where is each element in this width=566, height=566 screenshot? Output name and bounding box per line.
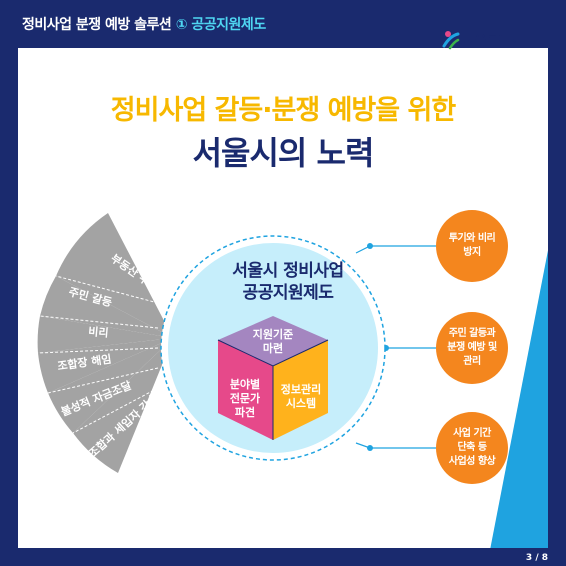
fan-segment-3 [37, 316, 173, 353]
outcome-bubble-3: 사업 기간 단축 등 사업성 향상 [436, 412, 508, 484]
outcome-3-line3: 사업성 향상 [448, 456, 496, 467]
fan-segment-5 [48, 338, 173, 433]
outcome-2-line2: 분쟁 예방 및 [447, 342, 497, 353]
content-card: 정비사업 갈등·분쟁 예방을 위한 서울시의 노력 부동산 투기 주민 갈등 비… [18, 48, 548, 548]
page-number: 3 / 8 [525, 553, 548, 563]
cube-top-line1: 지원기준 [253, 327, 293, 341]
outcome-2-line1: 주민 갈등과 [448, 328, 496, 339]
connector-dot-1 [367, 243, 373, 249]
connector-dot-3 [367, 445, 373, 451]
cube: 지원기준 마련 분야별 전문가 파견 정보관리 시스템 [217, 316, 329, 440]
cube-top-line2: 마련 [263, 341, 283, 355]
seoul-logo-icon [442, 31, 460, 50]
cube-right-line1: 정보관리 [281, 382, 321, 396]
fan-label-3: 비리 [88, 324, 109, 340]
seoul-logo: 서울특별시 [440, 24, 540, 54]
cube-right [273, 340, 328, 440]
outcome-bubble-1: 투기와 비리 방지 [436, 210, 508, 282]
circle-title: 서울시 정비사업 공공지원제도 [188, 260, 388, 304]
cube-top [218, 316, 328, 366]
outcome-1-line2: 방지 [463, 247, 481, 258]
outcome-1-line1: 투기와 비리 [448, 233, 496, 244]
cube-left-line2: 전문가 [230, 391, 260, 405]
logo-text: 서울특별시 [464, 32, 520, 47]
circle-title-line2: 공공지원제도 [242, 283, 334, 303]
fan-segment-2 [40, 276, 173, 338]
fan-segment-6 [73, 338, 173, 473]
cube-left [218, 340, 273, 440]
cube-left-line1: 분야별 [230, 377, 260, 391]
cube-right-line2: 시스템 [286, 396, 316, 410]
outcome-bubble-2: 주민 갈등과 분쟁 예방 및 관리 [436, 312, 508, 384]
outcome-2-line3: 관리 [463, 356, 481, 367]
issue-fan: 부동산 투기 주민 갈등 비리 조합장 해임 불성적 자금조달 조합과 세입자 … [37, 213, 173, 473]
header-title: 정비사업 분쟁 예방 솔루션 ① 공공지원제도 [22, 14, 266, 34]
fan-segment-1 [56, 213, 173, 338]
outcome-3-line1: 사업 기간 [453, 428, 491, 439]
diagram: 부동산 투기 주민 갈등 비리 조합장 해임 불성적 자금조달 조합과 세입자 … [37, 213, 436, 473]
cube-left-line3: 파견 [235, 405, 255, 419]
header-title-highlight: ① 공공지원제도 [175, 17, 267, 33]
main-title-line1: 정비사업 갈등·분쟁 예방을 위한 [110, 95, 456, 126]
corner-decoration [490, 240, 548, 548]
main-title-line2: 서울시의 노력 [192, 134, 375, 172]
circle-title-line1: 서울시 정비사업 [232, 261, 344, 281]
header-title-prefix: 정비사업 분쟁 예방 솔루션 [22, 17, 172, 33]
header-bar: 정비사업 분쟁 예방 솔루션 ① 공공지원제도 [0, 0, 566, 48]
outcome-3-line2: 단축 등 [457, 442, 487, 453]
